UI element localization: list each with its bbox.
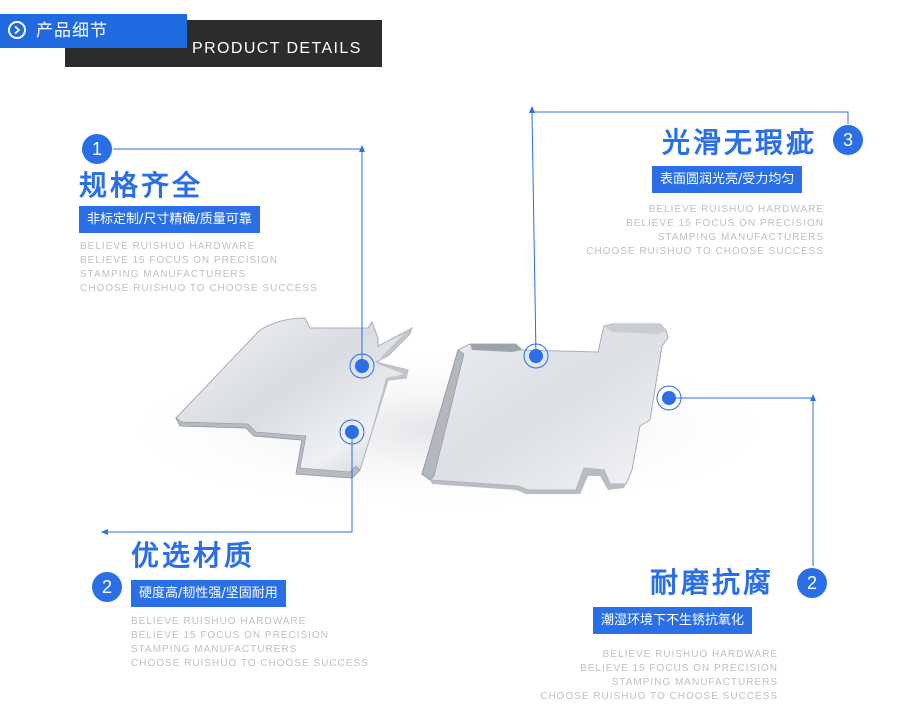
description-line: CHOOSE RUISHUO TO CHOOSE SUCCESS — [540, 691, 778, 702]
header-blue-bar — [0, 14, 187, 48]
callout-3-title: 光滑无瑕疵 — [662, 126, 818, 159]
callout-4-subtitle: 潮湿环境下不生锈抗氧化 — [593, 607, 753, 634]
callout-1-number: 1 — [82, 134, 112, 164]
description-line: STAMPING MANUFACTURERS — [657, 232, 824, 243]
connector-2 — [105, 432, 353, 533]
description-line: BELIEVE 15 FOCUS ON PRECISION — [580, 663, 778, 674]
arrow-right-circle-icon — [8, 21, 26, 39]
description-line: BELIEVE RUISHUO HARDWARE — [648, 204, 824, 215]
description-line: CHOOSE RUISHUO TO CHOOSE SUCCESS — [131, 658, 369, 669]
callout-1-title: 规格齐全 — [79, 169, 204, 202]
callout-2-title: 优选材质 — [131, 539, 256, 572]
description-line: CHOOSE RUISHUO TO CHOOSE SUCCESS — [80, 283, 318, 294]
connector-arrowheads — [101, 106, 816, 535]
callout-4-description: BELIEVE RUISHUO HARDWARE BELIEVE 15 FOCU… — [540, 648, 778, 704]
callout-2-description: BELIEVE RUISHUO HARDWARE BELIEVE 15 FOCU… — [131, 615, 369, 671]
callout-1-description: BELIEVE RUISHUO HARDWARE BELIEVE 15 FOCU… — [80, 240, 318, 296]
hotspot-1 — [349, 353, 375, 379]
description-line: BELIEVE RUISHUO HARDWARE — [131, 616, 307, 627]
header-title-cn: 产品细节 — [36, 21, 108, 41]
callout-3-number: 3 — [833, 125, 863, 155]
hotspot-2 — [339, 419, 365, 445]
description-line: BELIEVE 15 FOCUS ON PRECISION — [80, 255, 278, 266]
right-plate — [421, 323, 669, 494]
callout-3-description: BELIEVE RUISHUO HARDWARE BELIEVE 15 FOCU… — [586, 203, 824, 259]
description-line: BELIEVE RUISHUO HARDWARE — [80, 241, 256, 252]
callout-1-subtitle: 非标定制/尺寸精确/质量可靠 — [79, 206, 260, 233]
description-line: STAMPING MANUFACTURERS — [131, 644, 298, 655]
description-line: BELIEVE 15 FOCUS ON PRECISION — [131, 630, 329, 641]
description-line: STAMPING MANUFACTURERS — [80, 269, 247, 280]
callout-2-number: 2 — [92, 572, 122, 602]
description-line: CHOOSE RUISHUO TO CHOOSE SUCCESS — [586, 246, 824, 257]
description-line: BELIEVE RUISHUO HARDWARE — [602, 649, 778, 660]
callout-2-subtitle: 硬度高/韧性强/坚固耐用 — [131, 580, 286, 607]
hotspot-markers — [339, 343, 682, 445]
description-line: BELIEVE 15 FOCUS ON PRECISION — [626, 218, 824, 229]
connector-3 — [531, 111, 849, 357]
callout-4-title: 耐磨抗腐 — [650, 566, 775, 599]
hotspot-3 — [523, 343, 549, 369]
header-title-en: PRODUCT DETAILS — [192, 40, 362, 57]
description-line: STAMPING MANUFACTURERS — [611, 677, 778, 688]
callout-3-subtitle: 表面圆润光亮/受力均匀 — [652, 166, 803, 193]
hotspot-4 — [656, 385, 682, 411]
callout-4-number: 2 — [797, 568, 827, 598]
